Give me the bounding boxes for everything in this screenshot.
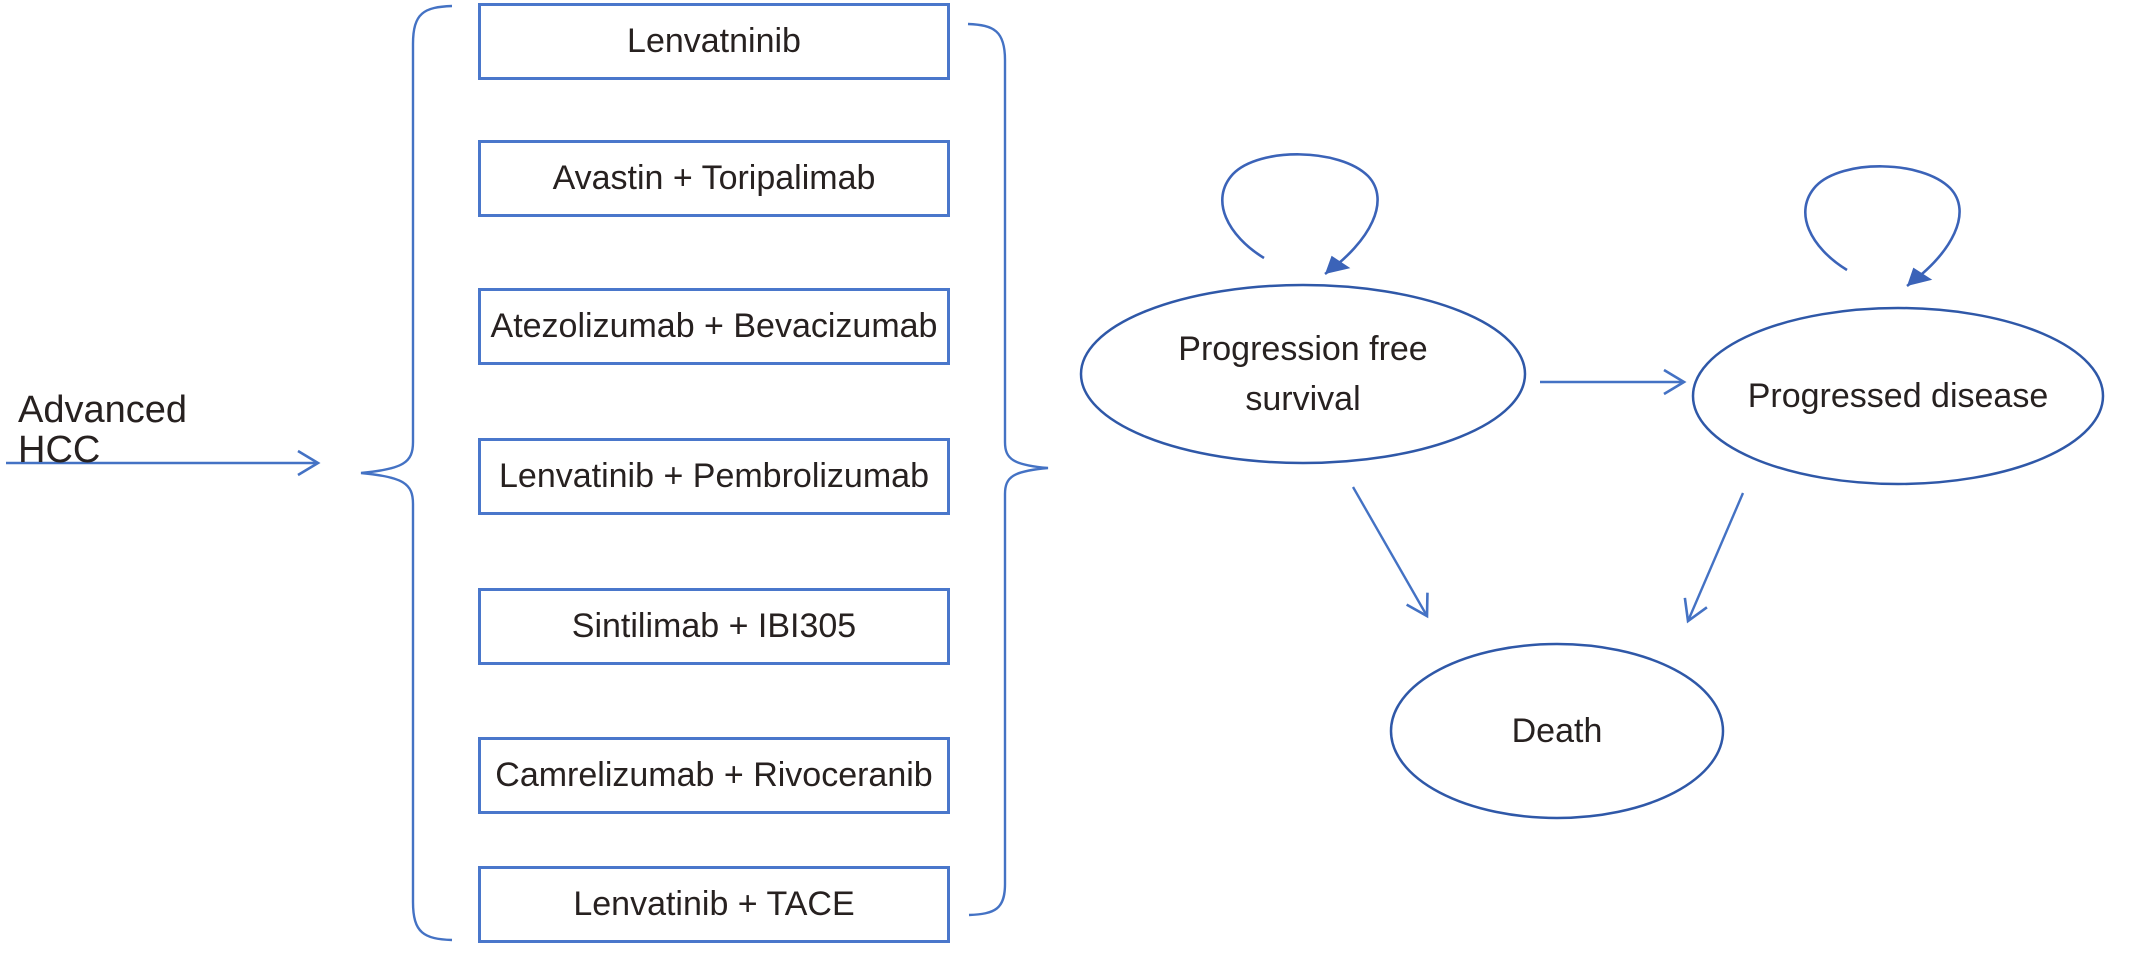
pfs-to-death-arrow [1351, 486, 1429, 619]
pfs-ellipse [1079, 283, 1527, 465]
treatment-box-avastin-toripalimab: Avastin + Toripalimab [478, 140, 950, 217]
treatment-box-lenvatinib-tace: Lenvatinib + TACE [478, 866, 950, 943]
treatment-label: Atezolizumab + Bevacizumab [490, 307, 938, 345]
pfs-label-line1: Progression free [1178, 330, 1428, 368]
progressed-disease-state-label: Progressed disease [1747, 377, 2049, 415]
treatment-label: Lenvatinib + Pembrolizumab [499, 457, 929, 495]
treatment-label: Avastin + Toripalimab [552, 159, 876, 197]
treatment-label: Lenvatninib [627, 22, 801, 60]
right-brace [967, 22, 1049, 917]
progressed-disease-ellipse [1691, 306, 2105, 486]
advanced-hcc-label: Advanced HCC [18, 389, 188, 471]
death-state-label: Death [1511, 712, 1603, 750]
pfs-state-label: Progression free survival [1083, 324, 1523, 424]
treatment-label: Lenvatinib + TACE [573, 885, 855, 923]
treatment-label: Camrelizumab + Rivoceranib [495, 756, 933, 794]
treatment-label: Sintilimab + IBI305 [571, 607, 857, 645]
treatment-box-sintilimab-ibi305: Sintilimab + IBI305 [478, 588, 950, 665]
progressed-to-death-arrow [1683, 492, 1745, 624]
treatment-box-camrelizumab-rivoceranib: Camrelizumab + Rivoceranib [478, 737, 950, 814]
pfs-label-line2: survival [1245, 380, 1361, 418]
treatment-box-lenvatninib: Lenvatninib [478, 3, 950, 80]
treatment-box-lenvatinib-pembrolizumab: Lenvatinib + Pembrolizumab [478, 438, 950, 515]
progressed-disease-self-loop-arrow [1804, 165, 1961, 288]
pfs-self-loop-arrow [1221, 153, 1379, 276]
left-brace [360, 4, 453, 942]
treatment-box-atezolizumab-bevacizumab: Atezolizumab + Bevacizumab [478, 288, 950, 365]
death-ellipse [1389, 642, 1725, 820]
